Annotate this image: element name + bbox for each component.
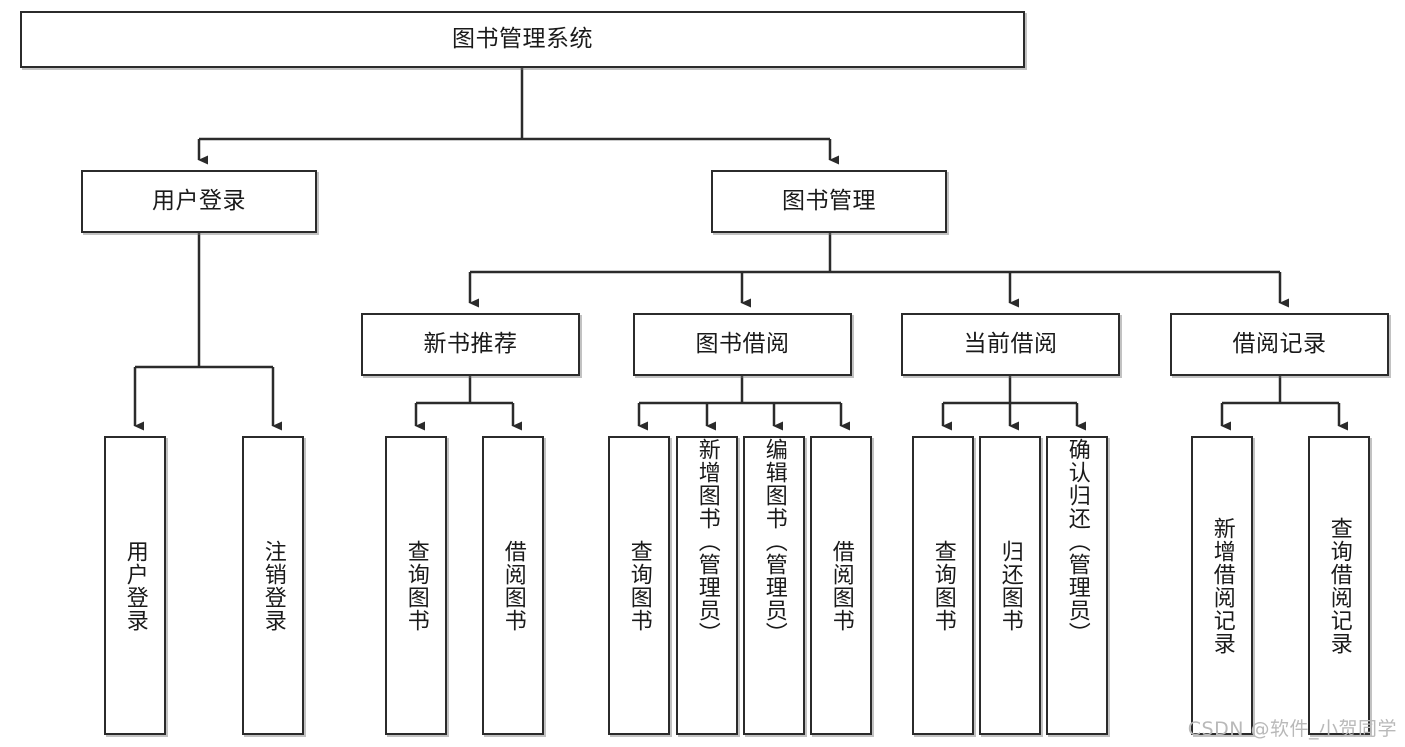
leaf-borrow-edit-book-admin[interactable]: 编辑图书（管理员） [743,436,805,735]
node-user-login[interactable]: 用户登录 [81,170,317,233]
watermark-text: CSDN @软件_小贺同学 [1187,718,1397,740]
node-label: 新增图书（管理员） [694,438,720,645]
node-book-borrow[interactable]: 图书借阅 [633,313,852,376]
leaf-current-return-book[interactable]: 归还图书 [979,436,1041,735]
node-label: 用户登录 [122,539,148,632]
node-new-book-recommend[interactable]: 新书推荐 [361,313,580,376]
node-label: 图书管理 [782,187,876,214]
node-label: 图书借阅 [695,330,790,357]
node-label: 注销登录 [260,539,286,632]
node-book-management[interactable]: 图书管理 [711,170,947,233]
leaf-user-login-login[interactable]: 用户登录 [104,436,166,735]
node-root-system[interactable]: 图书管理系统 [20,11,1025,68]
leaf-current-confirm-return-admin[interactable]: 确认归还（管理员） [1046,436,1108,735]
leaf-recommend-query-book[interactable]: 查询图书 [385,436,447,735]
leaf-borrow-borrow-book[interactable]: 借阅图书 [810,436,872,735]
node-label: 归还图书 [997,539,1023,632]
node-label: 图书管理系统 [452,25,593,52]
node-label: 新增借阅记录 [1209,516,1235,655]
leaf-record-query-record[interactable]: 查询借阅记录 [1308,436,1370,735]
node-label: 新书推荐 [423,330,518,357]
node-label: 查询借阅记录 [1326,516,1352,655]
leaf-borrow-add-book-admin[interactable]: 新增图书（管理员） [676,436,738,735]
leaf-record-add-record[interactable]: 新增借阅记录 [1191,436,1253,735]
leaf-borrow-query-book[interactable]: 查询图书 [608,436,670,735]
leaf-user-login-logout[interactable]: 注销登录 [242,436,304,735]
node-label: 借阅图书 [500,539,526,632]
node-label: 当前借阅 [963,330,1058,357]
node-label: 确认归还（管理员） [1064,438,1090,645]
node-label: 查询图书 [626,539,652,632]
node-borrow-record[interactable]: 借阅记录 [1170,313,1389,376]
node-label: 借阅记录 [1232,330,1327,357]
node-label: 借阅图书 [828,539,854,632]
node-label: 编辑图书（管理员） [761,438,787,645]
node-label: 查询图书 [403,539,429,632]
node-current-borrow[interactable]: 当前借阅 [901,313,1120,376]
leaf-recommend-borrow-book[interactable]: 借阅图书 [482,436,544,735]
node-label: 查询图书 [930,539,956,632]
leaf-current-query-book[interactable]: 查询图书 [912,436,974,735]
node-label: 用户登录 [152,187,246,214]
